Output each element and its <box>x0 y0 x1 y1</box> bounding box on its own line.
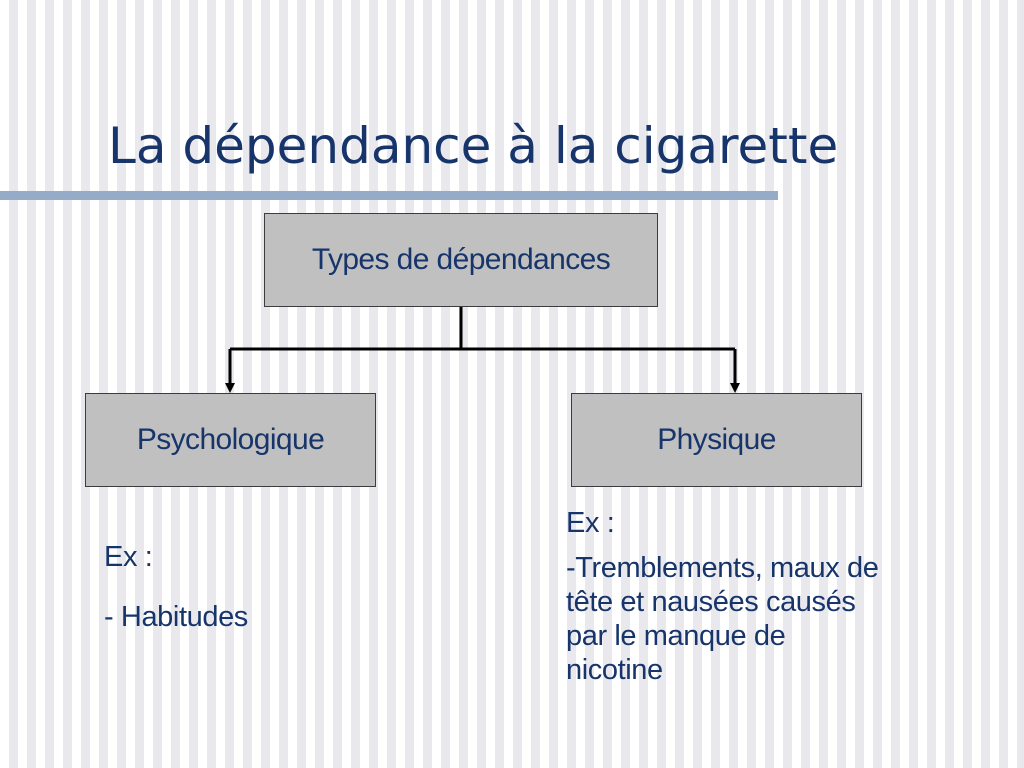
box-physique: Physique <box>571 393 862 487</box>
note-psychologique: Ex : - Habitudes <box>104 540 404 634</box>
note-psychologique-label: Ex : <box>104 541 153 573</box>
note-psychologique-item: - Habitudes <box>104 601 248 633</box>
slide-title: La dépendance à la cigarette <box>108 117 839 175</box>
box-types-de-dependances: Types de dépendances <box>264 213 658 307</box>
box-psychologique: Psychologique <box>85 393 376 487</box>
note-physique-item: -Tremblements, maux de tête et nausées c… <box>566 551 976 687</box>
note-physique-line: -Tremblements, maux de <box>566 552 879 584</box>
note-physique-line: tête et nausées causés <box>566 586 856 618</box>
box-psychologique-label: Psychologique <box>136 423 325 456</box>
box-root-label: Types de dépendances <box>311 243 611 276</box>
note-physique-line: nicotine <box>566 654 663 686</box>
note-physique: Ex : -Tremblements, maux de tête et naus… <box>566 506 976 687</box>
note-physique-label: Ex : <box>566 507 615 539</box>
title-underline <box>0 191 778 200</box>
note-physique-line: par le manque de <box>566 620 786 652</box>
box-physique-label: Physique <box>657 423 776 456</box>
